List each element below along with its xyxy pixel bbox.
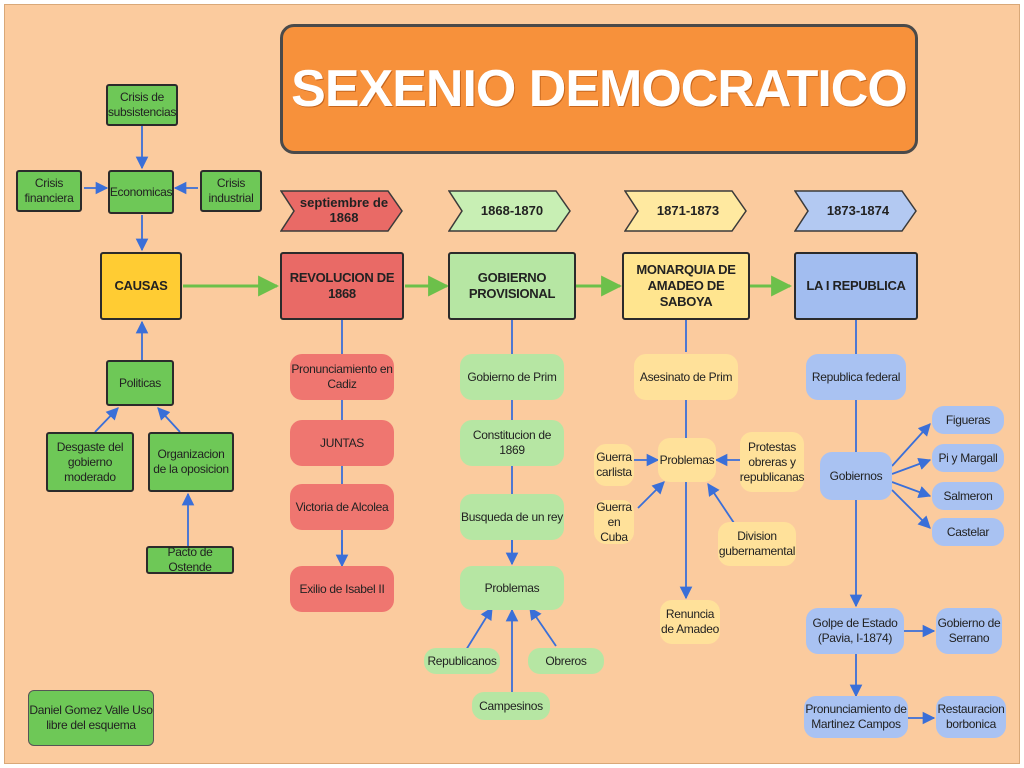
- arrow-salmeron: [891, 481, 932, 498]
- node-golpe-pavia: Golpe de Estado (Pavia, I-1874): [806, 608, 904, 654]
- arrow-figueras: [891, 423, 931, 467]
- node-republicanos: Republicanos: [424, 648, 500, 674]
- arrow-organizacion: [157, 407, 181, 433]
- node-pronunciamiento-martinez: Pronunciamiento de Martinez Campos: [804, 696, 908, 738]
- node-exilio-isabel: Exilio de Isabel II: [290, 566, 394, 612]
- node-castelar: Castelar: [932, 518, 1004, 546]
- node-protestas: Protestas obreras y republicanas: [740, 432, 805, 492]
- node-constitucion-1869: Constitucion de 1869: [460, 420, 564, 466]
- credit-box: Daniel Gomez Valle Uso libre del esquema: [28, 690, 154, 746]
- period-label-1: septiembre de 1868: [299, 195, 389, 225]
- period-chevron-3: [624, 190, 747, 232]
- node-pronunciamiento-cadiz: Pronunciamiento en Cadiz: [290, 354, 394, 400]
- node-figueras: Figueras: [932, 406, 1004, 434]
- arrow-castelar: [891, 489, 931, 529]
- period-label-2: 1868-1870: [480, 202, 544, 218]
- node-republica-federal: Republica federal: [806, 354, 906, 400]
- node-renuncia-amadeo: Renuncia de Amadeo: [660, 600, 720, 644]
- node-guerra-cuba: Guerra en Cuba: [594, 500, 634, 544]
- node-restauracion: Restauracion borbonica: [936, 696, 1006, 738]
- node-economicas: Economicas: [108, 170, 174, 214]
- node-problemas-monarquia: Problemas: [658, 438, 716, 482]
- node-crisis-industrial: Crisis industrial: [200, 170, 262, 212]
- period-chevron-2: [448, 190, 571, 232]
- node-gobierno-serrano: Gobierno de Serrano: [936, 608, 1002, 654]
- node-problemas-gp: Problemas: [460, 566, 564, 610]
- period-label-3: 1871-1873: [656, 202, 720, 218]
- node-gobiernos: Gobiernos: [820, 452, 892, 500]
- arrow-division: [707, 482, 737, 527]
- node-campesinos: Campesinos: [472, 692, 550, 720]
- arrow-cuba: [637, 481, 665, 509]
- node-juntas: JUNTAS: [290, 420, 394, 466]
- node-primera-republica: LA I REPUBLICA: [794, 252, 918, 320]
- node-organizacion: Organizacion de la oposicion: [148, 432, 234, 492]
- node-politicas: Politicas: [106, 360, 174, 406]
- arrow-obreros: [529, 606, 557, 647]
- node-desgaste: Desgaste del gobierno moderado: [46, 432, 134, 492]
- node-pi-y-margall: Pi y Margall: [932, 444, 1004, 472]
- node-causas: CAUSAS: [100, 252, 182, 320]
- node-crisis-financiera: Crisis financiera: [16, 170, 82, 212]
- arrow-desgaste: [94, 407, 119, 433]
- node-monarquia-amadeo: MONARQUIA DE AMADEO DE SABOYA: [622, 252, 750, 320]
- arrow-republicanos: [465, 606, 493, 651]
- period-chevron-4: [794, 190, 917, 232]
- main-title: SEXENIO DEMOCRATICO: [280, 24, 918, 154]
- node-guerra-carlista: Guerra carlista: [594, 444, 634, 486]
- node-crisis-subsistencias: Crisis de subsistencias: [106, 84, 178, 126]
- node-asesinato-prim: Asesinato de Prim: [634, 354, 738, 400]
- node-busqueda-rey: Busqueda de un rey: [460, 494, 564, 540]
- node-division: Division gubernamental: [718, 522, 796, 566]
- node-obreros: Obreros: [528, 648, 604, 674]
- node-pacto-ostende: Pacto de Ostende: [146, 545, 234, 574]
- node-gobierno-prim: Gobierno de Prim: [460, 354, 564, 400]
- period-label-4: 1873-1874: [826, 202, 890, 218]
- node-revolucion: REVOLUCION DE 1868: [280, 252, 404, 320]
- node-gobierno-provisional: GOBIERNO PROVISIONAL: [448, 252, 576, 320]
- arrow-pimargall: [891, 458, 932, 475]
- node-salmeron: Salmeron: [932, 482, 1004, 510]
- node-victoria-alcolea: Victoria de Alcolea: [290, 484, 394, 530]
- period-chevron-1: [280, 190, 403, 232]
